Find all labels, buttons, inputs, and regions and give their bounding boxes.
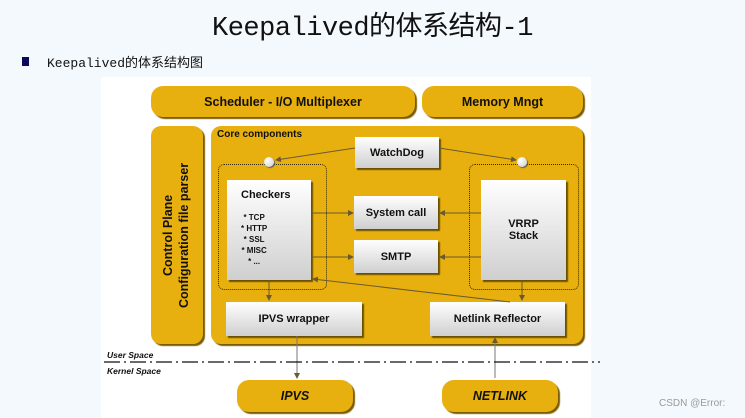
ipvs-wrapper-box: IPVS wrapper (226, 302, 362, 336)
system-call-box: System call (354, 196, 438, 229)
checker-item: * HTTP (241, 224, 268, 233)
watermark: CSDN @Error: (659, 398, 726, 409)
checker-item: * SSL (243, 235, 265, 244)
checkers-watch-knob (264, 157, 274, 167)
checkers-box: Checkers * TCP * HTTP * SSL * MISC * ... (227, 180, 311, 280)
netlink-reflector-box: Netlink Reflector (430, 302, 565, 336)
checker-item: * TCP (243, 213, 265, 222)
watchdog-box: WatchDog (355, 137, 439, 168)
control-plane-block (151, 126, 203, 344)
kernel-space-label: Kernel Space (107, 366, 161, 376)
control-plane-title: Control Plane (161, 194, 175, 277)
checkers-list: * TCP * HTTP * SSL * MISC * ... (241, 212, 267, 267)
smtp-box: SMTP (354, 240, 438, 273)
ipvs-kernel-block: IPVS (237, 380, 353, 412)
checker-item: * ... (248, 257, 261, 266)
netlink-reflector-label: Netlink Reflector (453, 313, 542, 325)
netlink-label: NETLINK (472, 389, 528, 403)
vrrp-watch-knob (517, 157, 527, 167)
vrrp-stack-box: VRRP Stack (481, 180, 566, 280)
core-components-label: Core components (217, 129, 303, 140)
watchdog-label: WatchDog (370, 146, 424, 159)
scheduler-label: Scheduler - I/O Multiplexer (204, 94, 362, 109)
control-plane-label: Control Plane Configuration file parser (160, 148, 192, 323)
checkers-title: Checkers (241, 189, 291, 201)
smtp-label: SMTP (380, 250, 412, 263)
square-bullet-icon (22, 57, 29, 66)
vrrp-label: VRRP (508, 218, 539, 230)
bullet-text: Keepalived的体系结构图 (47, 56, 204, 71)
ipvs-wrapper-label: IPVS wrapper (258, 313, 330, 325)
memory-block: Memory Mngt (422, 86, 583, 117)
bullet-row: Keepalived的体系结构图 (22, 52, 203, 71)
user-space-label: User Space (107, 350, 154, 360)
netlink-kernel-block: NETLINK (442, 380, 558, 412)
checker-item: * MISC (241, 246, 267, 255)
scheduler-block: Scheduler - I/O Multiplexer (151, 86, 415, 117)
slide-title: Keepalived的体系结构-1 (212, 14, 533, 44)
config-parser-title: Configuration file parser (177, 162, 191, 309)
stack-label: Stack (508, 230, 539, 242)
system-call-label: System call (365, 206, 427, 219)
memory-label: Memory Mngt (461, 94, 544, 109)
ipvs-label: IPVS (280, 389, 310, 403)
